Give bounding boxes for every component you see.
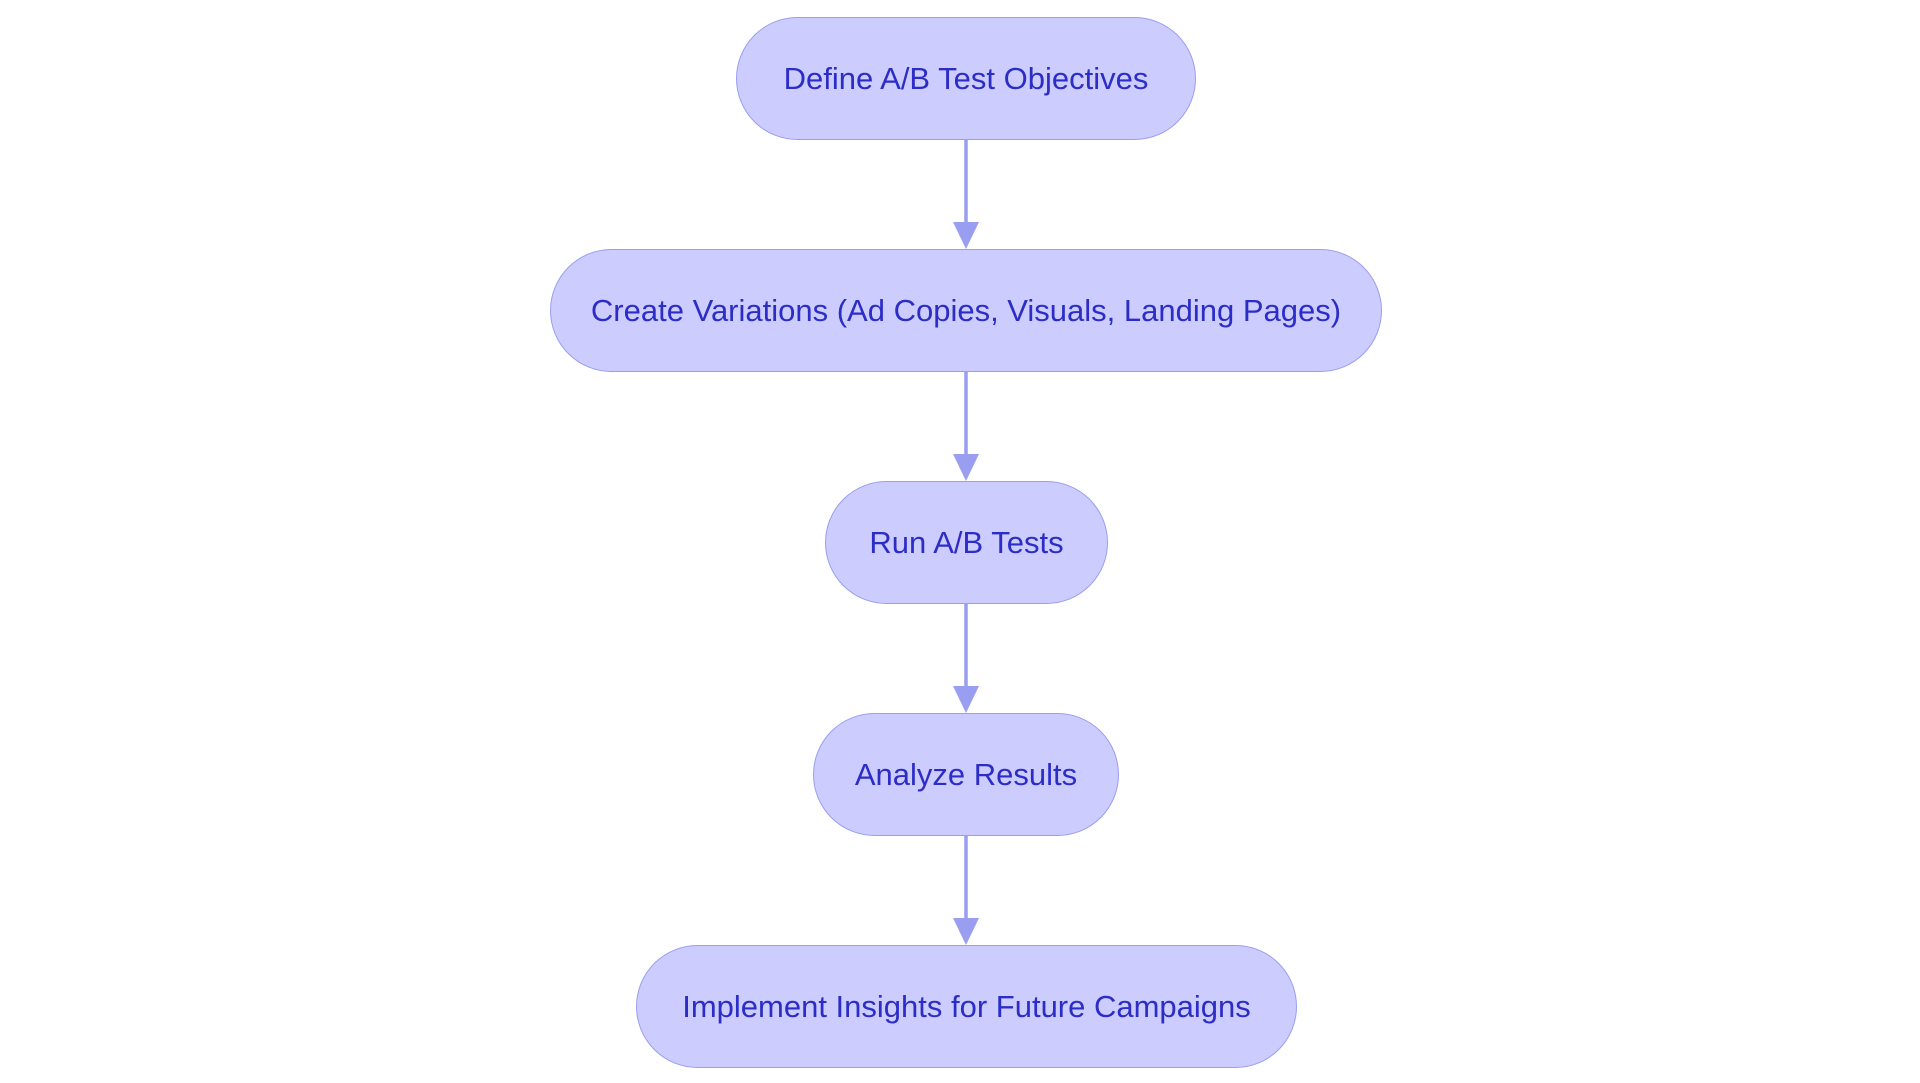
node-label: Create Variations (Ad Copies, Visuals, L… bbox=[590, 292, 1342, 328]
node-label: Define A/B Test Objectives bbox=[783, 60, 1149, 96]
node-analyze-results: Analyze Results bbox=[813, 713, 1119, 836]
node-label: Analyze Results bbox=[854, 756, 1078, 792]
edge-define-to-create bbox=[953, 140, 979, 249]
node-implement-insights: Implement Insights for Future Campaigns bbox=[636, 945, 1297, 1068]
node-label: Run A/B Tests bbox=[869, 524, 1064, 560]
node-run-ab-tests: Run A/B Tests bbox=[825, 481, 1108, 604]
edge-analyze-to-implement bbox=[953, 836, 979, 945]
edge-create-to-run bbox=[953, 372, 979, 481]
node-label: Implement Insights for Future Campaigns bbox=[682, 988, 1251, 1024]
node-create-variations: Create Variations (Ad Copies, Visuals, L… bbox=[550, 249, 1382, 372]
edge-run-to-analyze bbox=[953, 604, 979, 713]
node-define-ab-test-objectives: Define A/B Test Objectives bbox=[736, 17, 1196, 140]
